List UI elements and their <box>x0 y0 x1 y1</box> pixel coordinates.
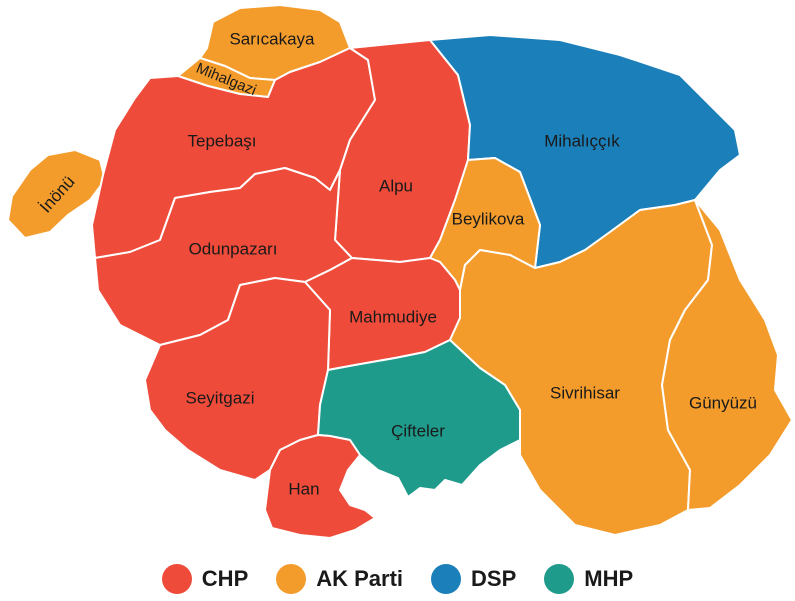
label-alpu: Alpu <box>379 176 413 195</box>
legend: CHP AK Parti DSP MHP <box>0 562 795 596</box>
label-odunpazari: Odunpazarı <box>189 239 278 258</box>
legend-item-chp: CHP <box>161 564 249 594</box>
label-cifteler: Çifteler <box>391 421 445 440</box>
legend-label-chp: CHP <box>201 566 249 591</box>
district-han[interactable] <box>264 434 376 539</box>
district-inonu[interactable] <box>7 149 106 239</box>
label-mihaliccik: Mihalıççık <box>544 131 620 150</box>
district-map: Sarıcakaya Mihalgazi İnönü Tepebaşı Alpu… <box>7 4 793 539</box>
label-sarıcakaya: Sarıcakaya <box>229 29 315 48</box>
district-gunyuzu[interactable] <box>661 199 793 511</box>
legend-swatch-dsp <box>431 564 462 594</box>
label-seyitgazi: Seyitgazi <box>186 388 255 407</box>
legend-swatch-chp <box>161 564 192 594</box>
legend-label-mhp: MHP <box>584 566 634 591</box>
legend-item-dsp: DSP <box>431 564 516 594</box>
label-gunyuzu: Günyüzü <box>689 393 757 412</box>
label-han: Han <box>288 479 319 498</box>
legend-swatch-mhp <box>544 564 575 594</box>
legend-label-dsp: DSP <box>471 566 517 591</box>
label-tepebasi: Tepebaşı <box>188 131 257 150</box>
label-beylikova: Beylikova <box>452 209 525 228</box>
legend-item-akp: AK Parti <box>276 564 403 594</box>
legend-item-mhp: MHP <box>544 564 633 594</box>
legend-swatch-akp <box>276 564 307 594</box>
label-sivrihisar: Sivrihisar <box>550 383 620 402</box>
label-mahmudiye: Mahmudiye <box>349 307 437 326</box>
legend-label-akp: AK Parti <box>316 566 404 591</box>
